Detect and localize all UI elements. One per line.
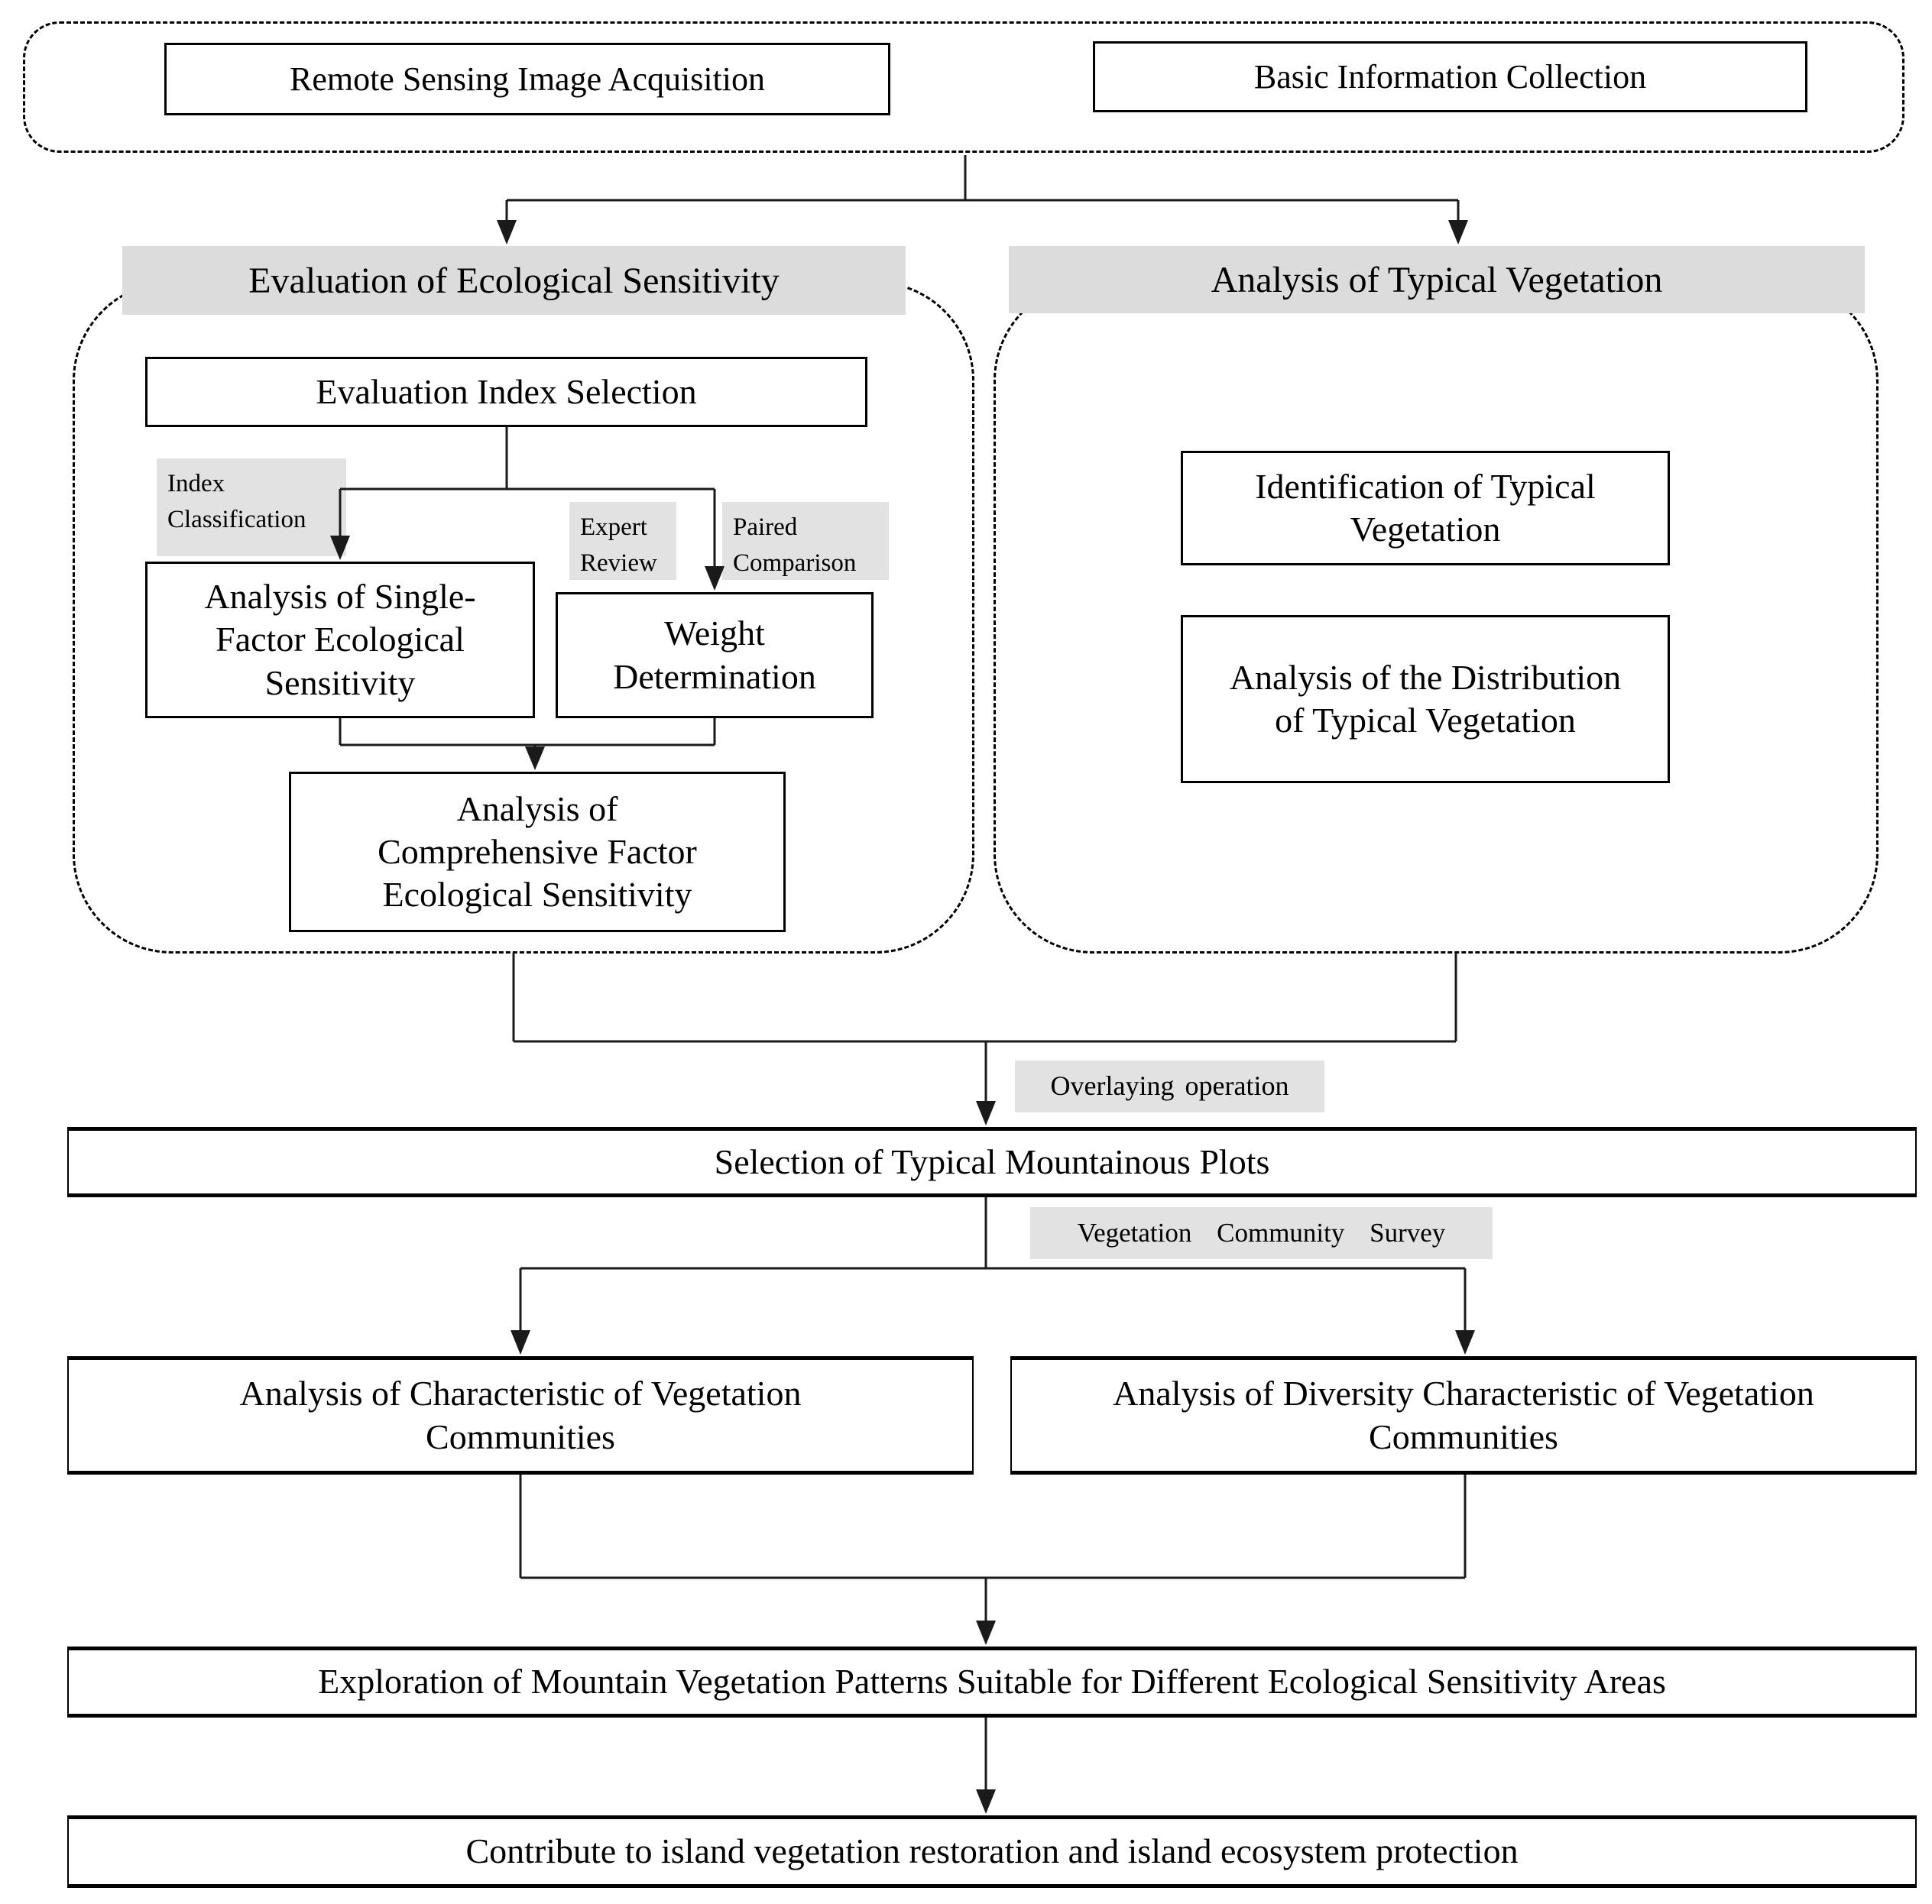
arrowhead-plot-selection xyxy=(976,1101,996,1125)
arrowhead-diversity xyxy=(1455,1330,1475,1355)
vegetation-branch-header: Analysis of Typical Vegetation xyxy=(1009,246,1865,313)
paired-comparison-label: Paired Comparison xyxy=(722,502,889,580)
expert-review-label: Expert Review xyxy=(569,502,676,580)
arrowhead-characteristic xyxy=(511,1330,530,1355)
overlaying-operation-label: Overlaying operation xyxy=(1015,1060,1324,1112)
arrowhead-right-header xyxy=(1448,220,1468,244)
diversity-analysis-box: Analysis of Diversity Characteristic of … xyxy=(1010,1356,1917,1475)
characteristic-analysis-box: Analysis of Characteristic of Vegetation… xyxy=(67,1356,974,1475)
single-factor-analysis-box: Analysis of Single-Factor Ecological Sen… xyxy=(145,562,535,718)
vegetation-community-survey-label: Vegetation Community Survey xyxy=(1030,1207,1493,1259)
weight-determination-box: Weight Determination xyxy=(556,592,874,718)
index-classification-label: Index Classification xyxy=(157,458,346,556)
remote-sensing-box: Remote Sensing Image Acquisition xyxy=(164,43,890,115)
distribution-typical-vegetation-box: Analysis of the Distribution of Typical … xyxy=(1181,615,1670,783)
top-dashed-container xyxy=(23,21,1904,153)
comprehensive-factor-box: Analysis of Comprehensive Factor Ecologi… xyxy=(289,772,786,932)
contribution-box: Contribute to island vegetation restorat… xyxy=(67,1815,1917,1888)
identification-typical-vegetation-box: Identification of Typical Vegetation xyxy=(1181,451,1670,565)
exploration-box: Exploration of Mountain Vegetation Patte… xyxy=(67,1647,1917,1718)
arrowhead-exploration xyxy=(976,1621,996,1645)
plot-selection-box: Selection of Typical Mountainous Plots xyxy=(67,1127,1917,1197)
arrowhead-contribution xyxy=(976,1789,996,1814)
sensitivity-branch-header: Evaluation of Ecological Sensitivity xyxy=(122,246,906,315)
basic-information-box: Basic Information Collection xyxy=(1093,41,1807,112)
arrowhead-left-header xyxy=(497,220,517,244)
evaluation-index-selection-box: Evaluation Index Selection xyxy=(145,357,867,427)
